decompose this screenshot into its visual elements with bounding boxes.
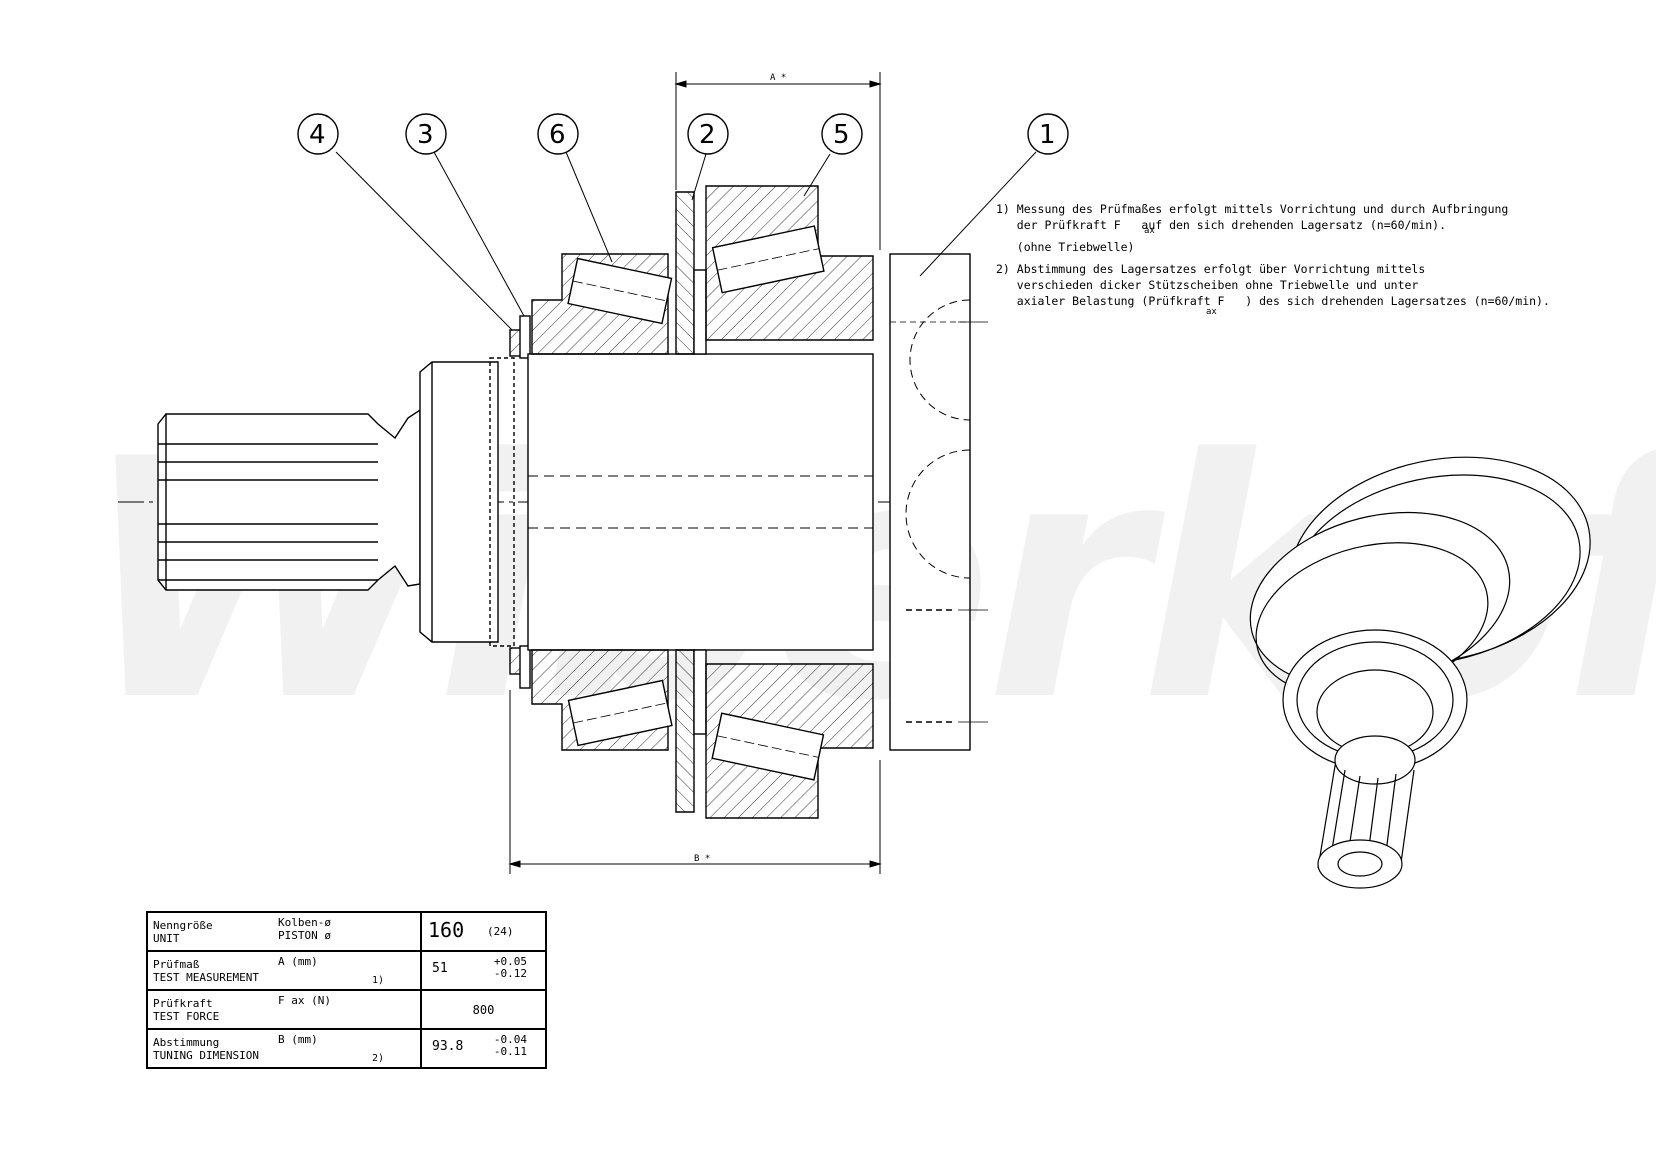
callout-3: 3 [417,120,434,150]
note-2-line-2: verschieden dicker Stützscheiben ohne Tr… [996,278,1419,292]
tolerance-lower: -0.12 [493,967,527,980]
callout-circle-4 [297,113,339,155]
callout-2: 2 [699,120,716,150]
unit-value: 160 [428,918,465,942]
bearing-left [531,253,673,751]
callout-circle-5 [821,113,863,155]
test-force-value: 800 [472,1003,495,1017]
label-cell: Prüfmaß TEST MEASUREMENT A (mm) 1) [146,950,422,991]
row-label-de: Prüfmaß [153,957,200,971]
label-cell: Abstimmung TUNING DIMENSION B (mm) 2) [146,1028,422,1069]
dimension-a-label: A * [770,73,786,83]
note-1-line-1: 1) Messung des Prüfmaßes erfolgt mittels… [996,202,1509,216]
dimension-a [674,72,882,250]
callout-6: 6 [549,120,566,150]
note-1-subscript: ax [1144,226,1155,236]
callout-circle-3 [405,113,447,155]
table-row-tuning-dimension: Abstimmung TUNING DIMENSION B (mm) 2) 93… [146,1028,547,1069]
notes: 1) Messung des Prüfmaßes erfolgt mittels… [996,201,1556,317]
callout-circle-2 [687,113,729,155]
isometric-view [1249,456,1591,889]
tolerance: +0.05-0.12 [494,956,527,980]
note-1-line-3: (ohne Triebwelle) [996,240,1135,254]
callout-circle-6 [537,113,579,155]
tolerance-lower: -0.11 [493,1045,527,1058]
splined-shaft [157,357,515,647]
bearing-right [705,185,874,819]
dimension-b-label: B * [694,854,710,864]
tuning-dimension-value: 93.8 [432,1039,464,1054]
dimension-b [508,690,882,874]
note-2-line-1: 2) Abstimmung des Lagersatzes erfolgt üb… [996,262,1426,276]
value-cell: 800 [420,989,547,1030]
row-label-en: TUNING DIMENSION [153,1048,259,1062]
value-cell: 160 (24) [420,911,547,952]
mid-label-en: PISTON ø [278,929,331,942]
unit-note: (24) [487,925,514,938]
value-cell: 51 +0.05-0.12 [420,950,547,991]
callout-5: 5 [833,120,850,150]
row-mid-label: B (mm) [278,1033,318,1046]
row-mid-label: A (mm) [278,955,318,968]
row-label-de: Nenngröße [153,918,213,932]
note-2-line-3: axialer Belastung (Prüfkraft F ) des sic… [996,294,1550,308]
center-disc [675,191,707,813]
flange [889,253,988,751]
note-2-subscript: ax [1206,307,1217,317]
callout-1: 1 [1039,120,1056,150]
row-label-en: UNIT [153,931,180,945]
footnote-ref: 2) [371,1053,384,1064]
tolerance-upper: +0.05 [493,955,527,968]
row-label-de: Prüfkraft [153,996,213,1010]
callout-circle-1 [1027,113,1069,155]
table-row-test-measurement: Prüfmaß TEST MEASUREMENT A (mm) 1) 51 +0… [146,950,547,991]
value-cell: 93.8 -0.04-0.11 [420,1028,547,1069]
spacer-ring [509,315,531,689]
note-1-line-2: der Prüfkraft F auf den sich drehenden L… [996,217,1556,233]
row-label-en: TEST FORCE [153,1009,220,1023]
leader-lines [335,151,1037,331]
label-cell: Prüfkraft TEST FORCE F ax (N) [146,989,422,1030]
tolerance: -0.04-0.11 [494,1034,527,1058]
row-label-en: TEST MEASUREMENT [153,970,259,984]
test-measurement-value: 51 [432,961,448,976]
mid-label-de: Kolben-ø [278,916,331,929]
note-1-line-2-text: der Prüfkraft F auf den sich drehenden L… [996,218,1447,232]
tolerance-upper: -0.04 [493,1033,527,1046]
bore [527,353,874,651]
table-row-test-force: Prüfkraft TEST FORCE F ax (N) 800 [146,989,547,1030]
footnote-ref: 1) [371,975,384,986]
row-label-de: Abstimmung [153,1035,220,1049]
callout-4: 4 [309,120,326,150]
row-mid-label: F ax (N) [278,994,331,1007]
